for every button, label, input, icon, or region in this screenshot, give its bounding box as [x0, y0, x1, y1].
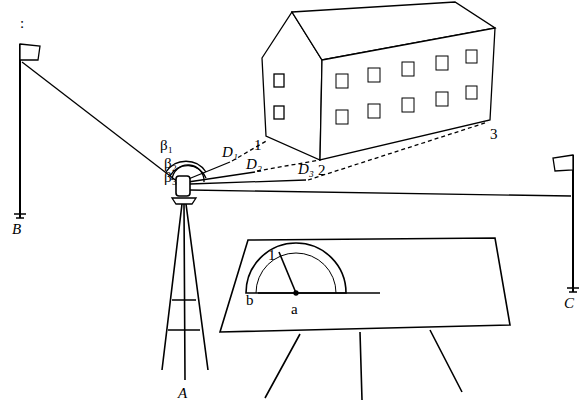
corner-number: 2 — [318, 163, 326, 178]
corner-number: 1 — [254, 138, 262, 153]
angle-label: β₃ — [164, 170, 177, 185]
point-label: b — [246, 293, 254, 308]
angle-label: β₂ — [164, 156, 177, 171]
distance-label: D₃ — [298, 162, 314, 177]
punctuation-mark: : — [20, 16, 24, 31]
point-label: A — [178, 386, 187, 401]
point-label: C — [564, 296, 574, 311]
angle-label: β₁ — [160, 138, 173, 153]
corner-number: 3 — [490, 127, 498, 142]
distance-label: D₁ — [222, 145, 238, 160]
point-label: a — [291, 302, 298, 317]
point-label: B — [12, 222, 21, 237]
distance-label: D₂ — [246, 157, 262, 172]
plot-number: 1 — [268, 248, 276, 263]
